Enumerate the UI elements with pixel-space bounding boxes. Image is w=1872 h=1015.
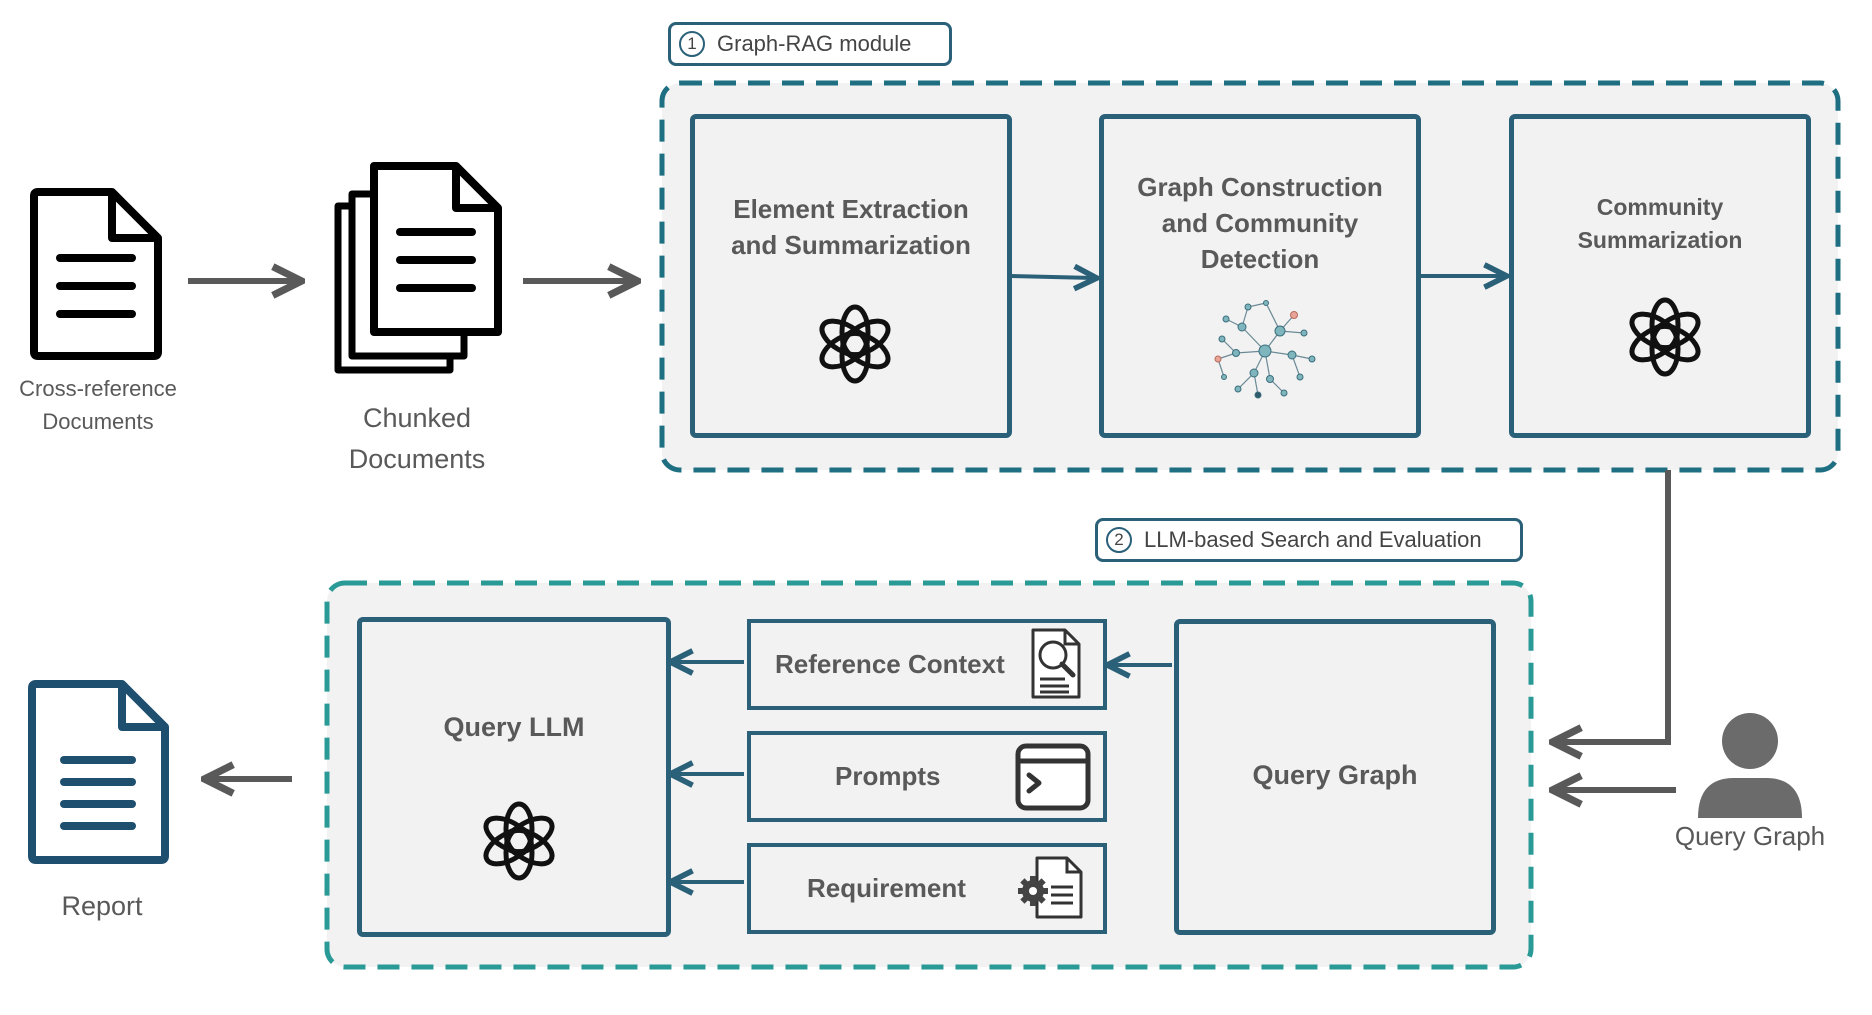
terminal-window-icon — [1015, 743, 1091, 811]
element-extraction-box: Element Extraction and Summarization — [690, 114, 1012, 438]
reference-context-box: Reference Context — [747, 619, 1107, 710]
query-llm-title: Query LLM — [443, 712, 585, 742]
search-document-icon — [1031, 628, 1081, 699]
graph-construction-box: Graph Construction and Community Detecti… — [1099, 114, 1421, 438]
element-extraction-line-2: and Summarization — [731, 230, 971, 260]
search-evaluation-tag: 2 LLM-based Search and Evaluation — [1095, 518, 1523, 562]
community-summarization-line-2: Summarization — [1577, 227, 1743, 253]
graph-rag-module-tag: 1 Graph-RAG module — [668, 22, 952, 66]
requirement-label: Requirement — [807, 873, 966, 903]
graph-construction-line-1: Graph Construction — [1137, 172, 1383, 202]
prompts-label: Prompts — [835, 761, 941, 791]
graph-construction-line-2: and Community — [1161, 208, 1359, 238]
step-number-2: 2 — [1106, 527, 1132, 553]
network-graph-icon — [1214, 300, 1316, 399]
chunked-caption: Chunked Documents — [320, 398, 514, 480]
cross-reference-caption: Cross-reference Documents — [0, 372, 196, 438]
query-graph-title: Query Graph — [1252, 760, 1418, 790]
search-evaluation-title: LLM-based Search and Evaluation — [1144, 527, 1482, 552]
document-icon — [30, 188, 162, 360]
query-graph-box: Query Graph — [1174, 619, 1496, 935]
graph-rag-module-title: Graph-RAG module — [717, 31, 912, 56]
cross-reference-line-2: Documents — [42, 409, 154, 434]
report-document-icon — [28, 680, 169, 864]
openai-logo-icon — [812, 301, 898, 387]
user-icon — [1698, 713, 1802, 818]
query-llm-box: Query LLM — [357, 617, 671, 937]
chunked-line-2: Documents — [348, 444, 486, 474]
cross-reference-line-1: Cross-reference — [19, 376, 177, 401]
report-caption: Report — [61, 891, 143, 921]
settings-document-icon — [1018, 856, 1083, 919]
openai-logo-icon — [1622, 294, 1708, 380]
stacked-documents-icon — [334, 162, 502, 374]
element-extraction-line-1: Element Extraction — [733, 194, 969, 224]
step-number-1: 1 — [679, 31, 705, 57]
arrow-extraction-to-construction — [1009, 276, 1094, 278]
prompts-box: Prompts — [747, 731, 1107, 822]
requirement-box: Requirement — [747, 843, 1107, 934]
community-summarization-box: Community Summarization — [1509, 114, 1811, 438]
element-extraction-title: Element Extraction and Summarization — [695, 191, 1007, 263]
graph-construction-title: Graph Construction and Community Detecti… — [1104, 169, 1416, 277]
graph-construction-line-3: Detection — [1200, 244, 1320, 274]
community-summarization-line-1: Community — [1596, 194, 1724, 220]
arrow-graphrag-to-search — [1556, 470, 1671, 742]
user-caption: Query Graph — [1674, 821, 1826, 851]
community-summarization-title: Community Summarization — [1514, 191, 1806, 257]
chunked-line-1: Chunked — [362, 403, 472, 433]
openai-logo-icon — [476, 798, 562, 884]
reference-context-label: Reference Context — [775, 649, 1005, 679]
